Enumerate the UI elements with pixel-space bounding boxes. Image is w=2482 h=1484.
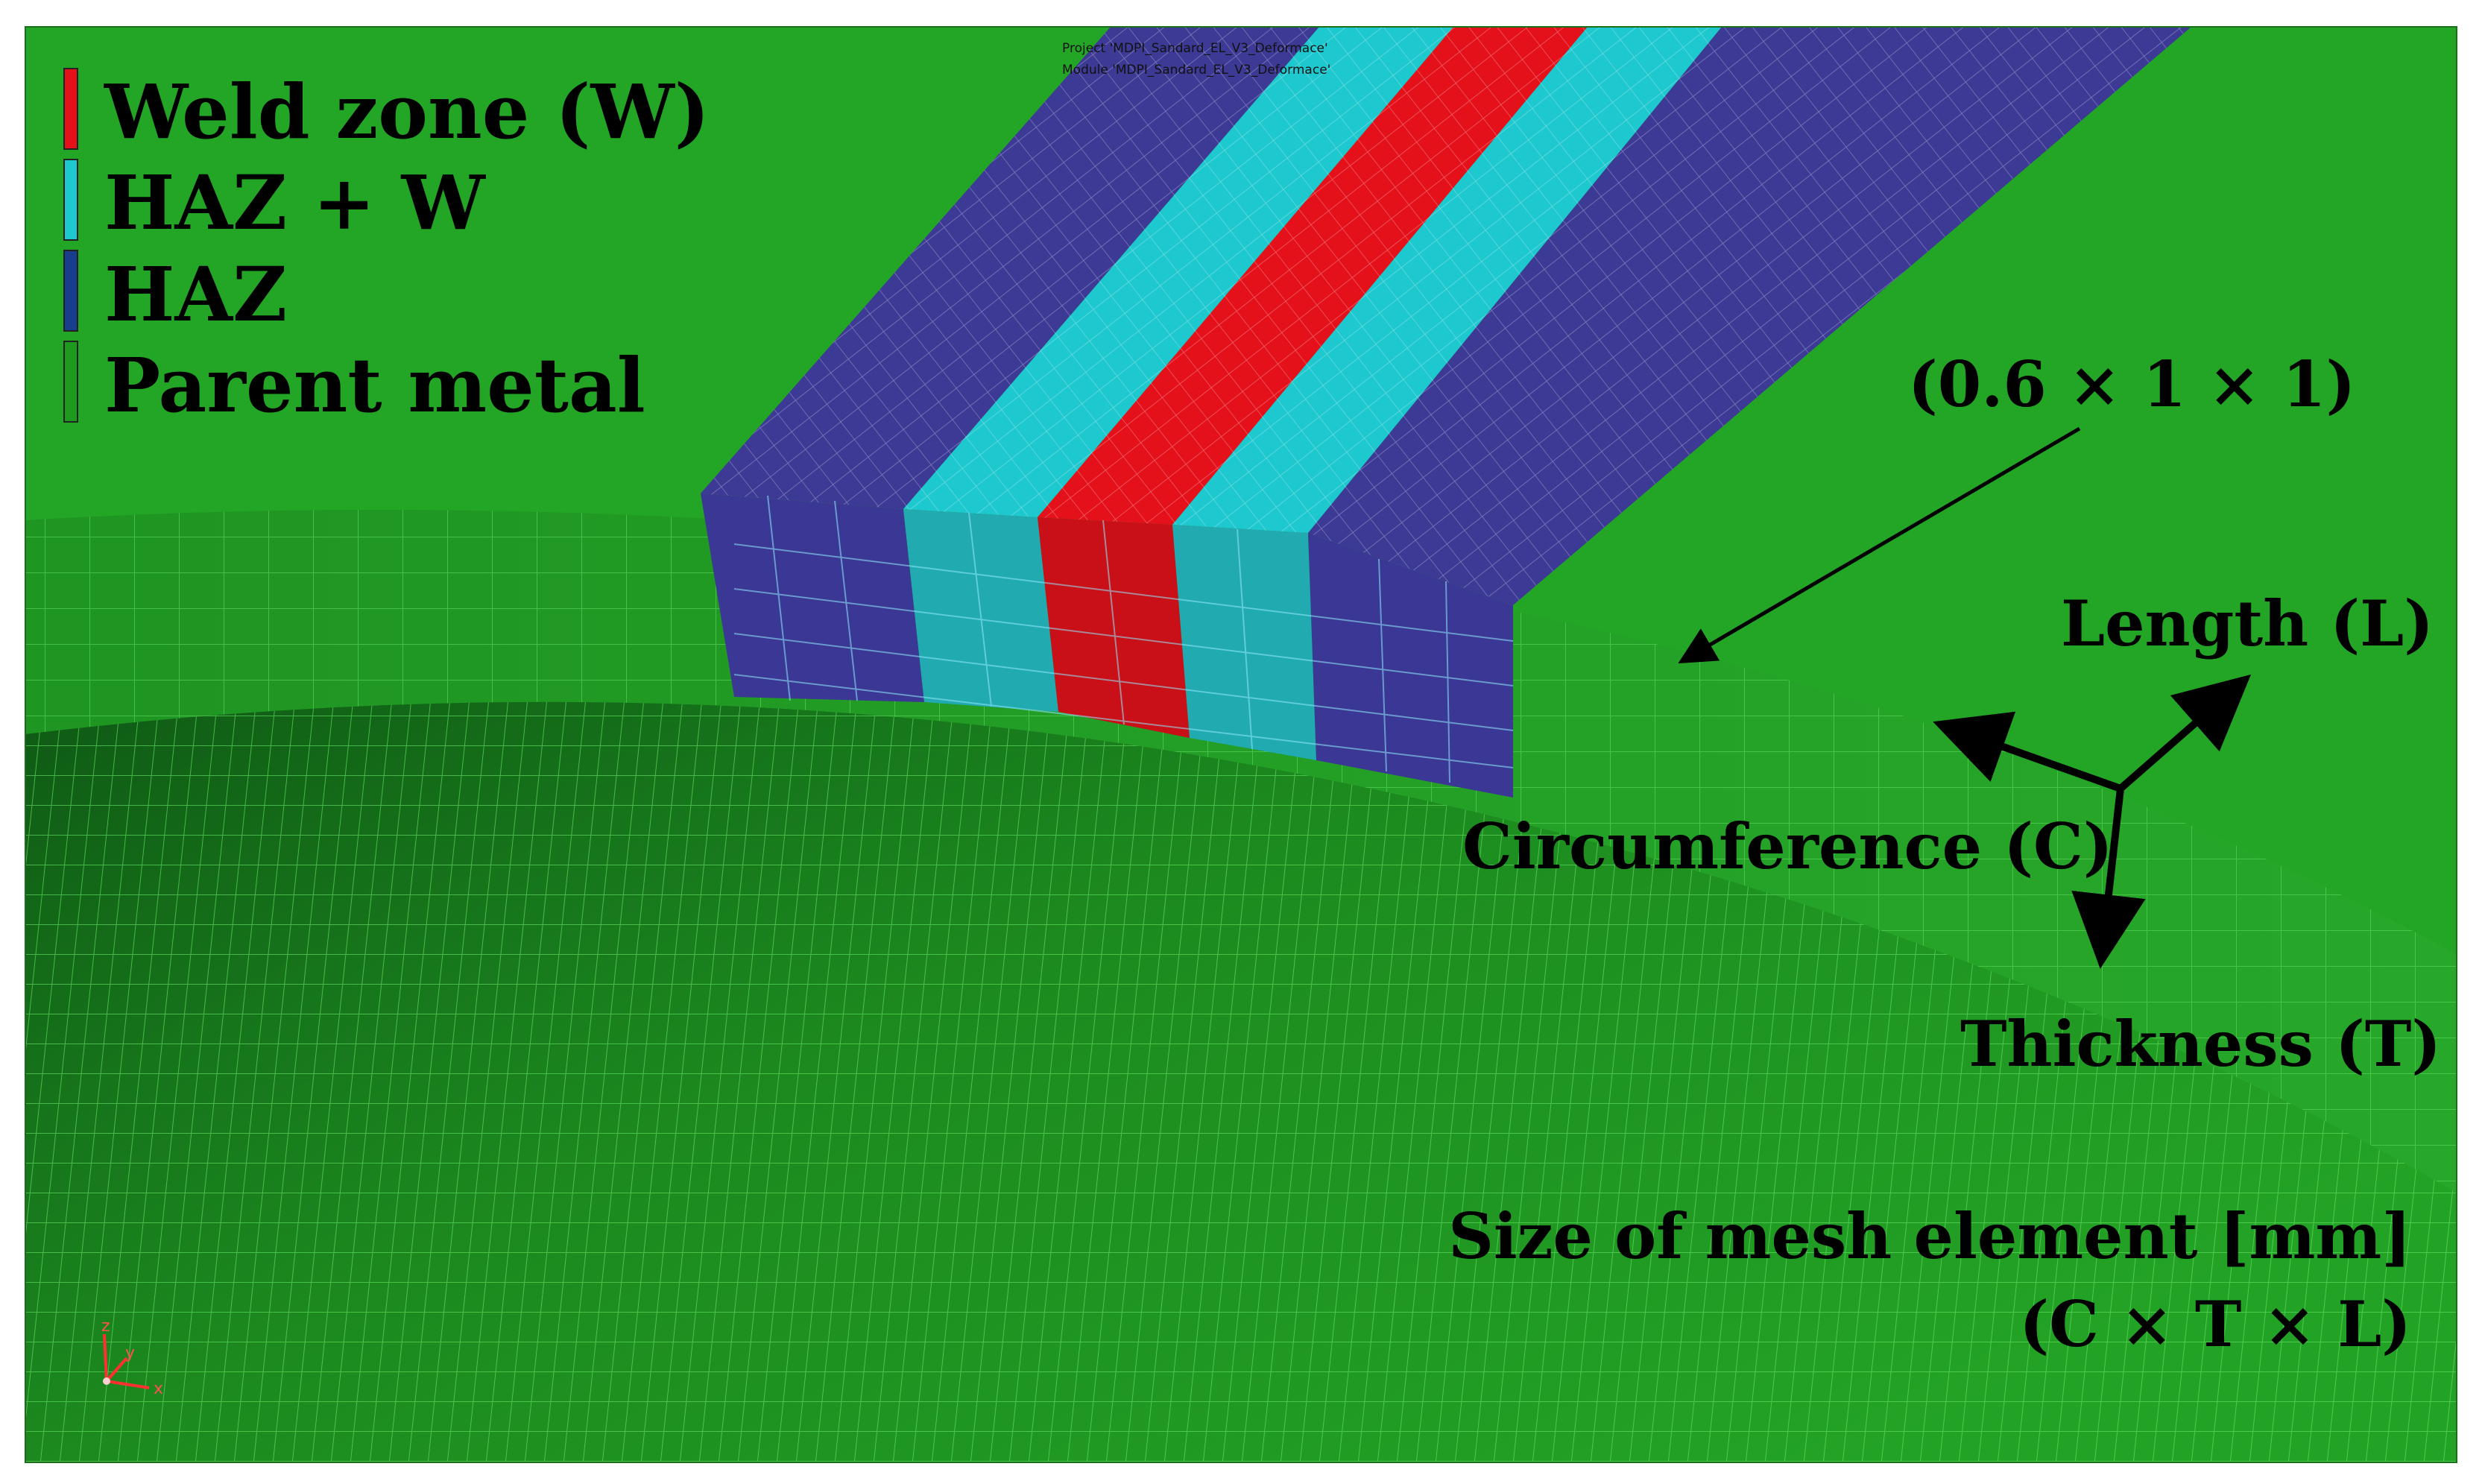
weld-band-section [701, 493, 1514, 798]
legend-label-parent: Parent metal [104, 341, 645, 429]
length-label: Length (L) [2061, 587, 2434, 660]
thickness-label: Thickness (T) [1960, 1007, 2441, 1081]
coordinate-triad-icon: z y x [101, 1317, 163, 1398]
legend-swatch-haz [63, 250, 78, 332]
project-line-2: Module 'MDPI_Sandard_EL_V3_Deformace' [1062, 63, 1330, 78]
orientation-triad [1933, 674, 2252, 969]
svg-text:x: x [154, 1380, 163, 1398]
weld-band-top [701, 27, 2191, 605]
svg-text:y: y [125, 1344, 135, 1363]
legend-swatch-parent [63, 341, 78, 423]
thickness-arrow [2071, 788, 2146, 969]
legend-label-weld: Weld zone (W) [104, 68, 710, 156]
mesh-size-label: Size of mesh element [mm] [1448, 1199, 2411, 1273]
legend-label-haz-w: HAZ + W [104, 159, 486, 247]
length-arrow [2118, 674, 2252, 792]
mesh-size-pointer [1678, 426, 2081, 664]
mesh-size-callout: (0.6 × 1 × 1) [1908, 347, 2355, 421]
project-line-1: Project 'MDPI_Sandard_EL_V3_Deformace' [1062, 41, 1328, 56]
circumference-label: Circumference (C) [1462, 809, 2113, 883]
svg-text:z: z [101, 1317, 110, 1336]
mesh-size-order: (C × T × L) [2019, 1287, 2411, 1361]
legend-swatch-haz-w [63, 159, 78, 241]
legend-swatch-weld [63, 68, 78, 150]
circumference-arrow [1933, 711, 2122, 792]
legend-label-haz: HAZ [104, 250, 287, 338]
legend: Weld zone (W) HAZ + W HAZ Parent metal [63, 68, 710, 429]
